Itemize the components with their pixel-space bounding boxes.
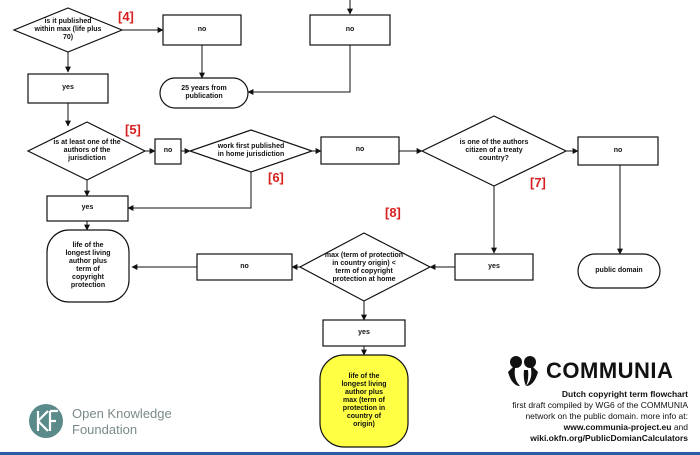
info-and: and <box>671 422 688 433</box>
ref-tag-8: [8] <box>385 205 401 220</box>
label-no-small: no <box>163 147 173 155</box>
label-yes-left1: yes <box>62 84 74 92</box>
label-no-top1: no <box>197 25 207 33</box>
edge-no2-25 <box>247 45 351 95</box>
edge-d6-yes <box>127 172 252 211</box>
label-work-first: work first published in home jurisdictio… <box>217 142 285 158</box>
link-communia[interactable]: www.communia-project.eu <box>563 422 672 433</box>
decision-published <box>12 7 124 53</box>
label-no-mid2: no <box>240 262 249 270</box>
label-authors: is at least one of the authors of the ju… <box>53 138 121 163</box>
term-25-years <box>159 77 249 109</box>
label-life-longest: life of the longest living author plus t… <box>65 241 111 290</box>
box-no-mid2 <box>196 253 293 281</box>
label-no-mid: no <box>355 146 365 154</box>
info-line-2: network on the public domain. more info … <box>525 411 688 422</box>
box-yes-center <box>322 319 406 347</box>
label-25-years: 25 years from publication <box>181 84 227 100</box>
decision-max-term <box>298 232 432 302</box>
communia-name: COMMUNIA <box>546 358 674 383</box>
box-yes-left1 <box>27 73 109 104</box>
bottom-border <box>0 452 700 455</box>
ref-tag-6: [6] <box>268 170 284 185</box>
label-max-term: max (term of protection in country origi… <box>324 251 404 284</box>
label-published: is it published within max (life plus 70… <box>34 17 102 42</box>
ref-tag-4: [4] <box>118 9 134 24</box>
decision-work-first <box>188 129 314 173</box>
label-treaty: is one of the authors citizen of a treat… <box>459 138 529 163</box>
box-no-small <box>154 138 182 165</box>
okfn-logo-icon <box>29 404 63 438</box>
box-no-mid <box>320 136 400 165</box>
term-life-longest <box>46 229 130 303</box>
ref-tag-5: [5] <box>125 122 141 137</box>
decision-authors <box>26 121 147 181</box>
okfn-name: Open Knowledge Foundation <box>72 406 172 438</box>
info-line-1: first draft compiled by WG6 of the COMMU… <box>512 400 688 411</box>
box-no-right <box>577 136 659 166</box>
decision-treaty <box>420 115 568 187</box>
box-no-top1 <box>162 14 242 46</box>
info-line-3: www.communia-project.eu and <box>428 422 688 433</box>
label-yes-left2: yes <box>81 204 94 212</box>
term-public-domain <box>577 253 661 289</box>
label-no-top2: no <box>345 25 355 33</box>
label-yes-center: yes <box>358 328 370 336</box>
term-life-max <box>319 354 409 448</box>
flowchart-title: Dutch copyright term flowchart <box>561 389 688 399</box>
link-okfn-wiki[interactable]: wiki.okfn.org/PublicDomianCalculators <box>530 433 688 444</box>
box-no-top2 <box>309 14 391 46</box>
box-yes-right <box>454 253 534 281</box>
label-public-domain: public domain <box>595 266 643 274</box>
label-no-right: no <box>613 146 623 154</box>
label-life-max: life of the longest living author plus m… <box>341 372 387 429</box>
communia-info: Dutch copyright term flowchart first dra… <box>428 389 688 444</box>
label-yes-right: yes <box>488 262 500 270</box>
communia-logo-icon <box>508 356 538 386</box>
ref-tag-7: [7] <box>530 175 546 190</box>
box-yes-left2 <box>46 195 129 222</box>
